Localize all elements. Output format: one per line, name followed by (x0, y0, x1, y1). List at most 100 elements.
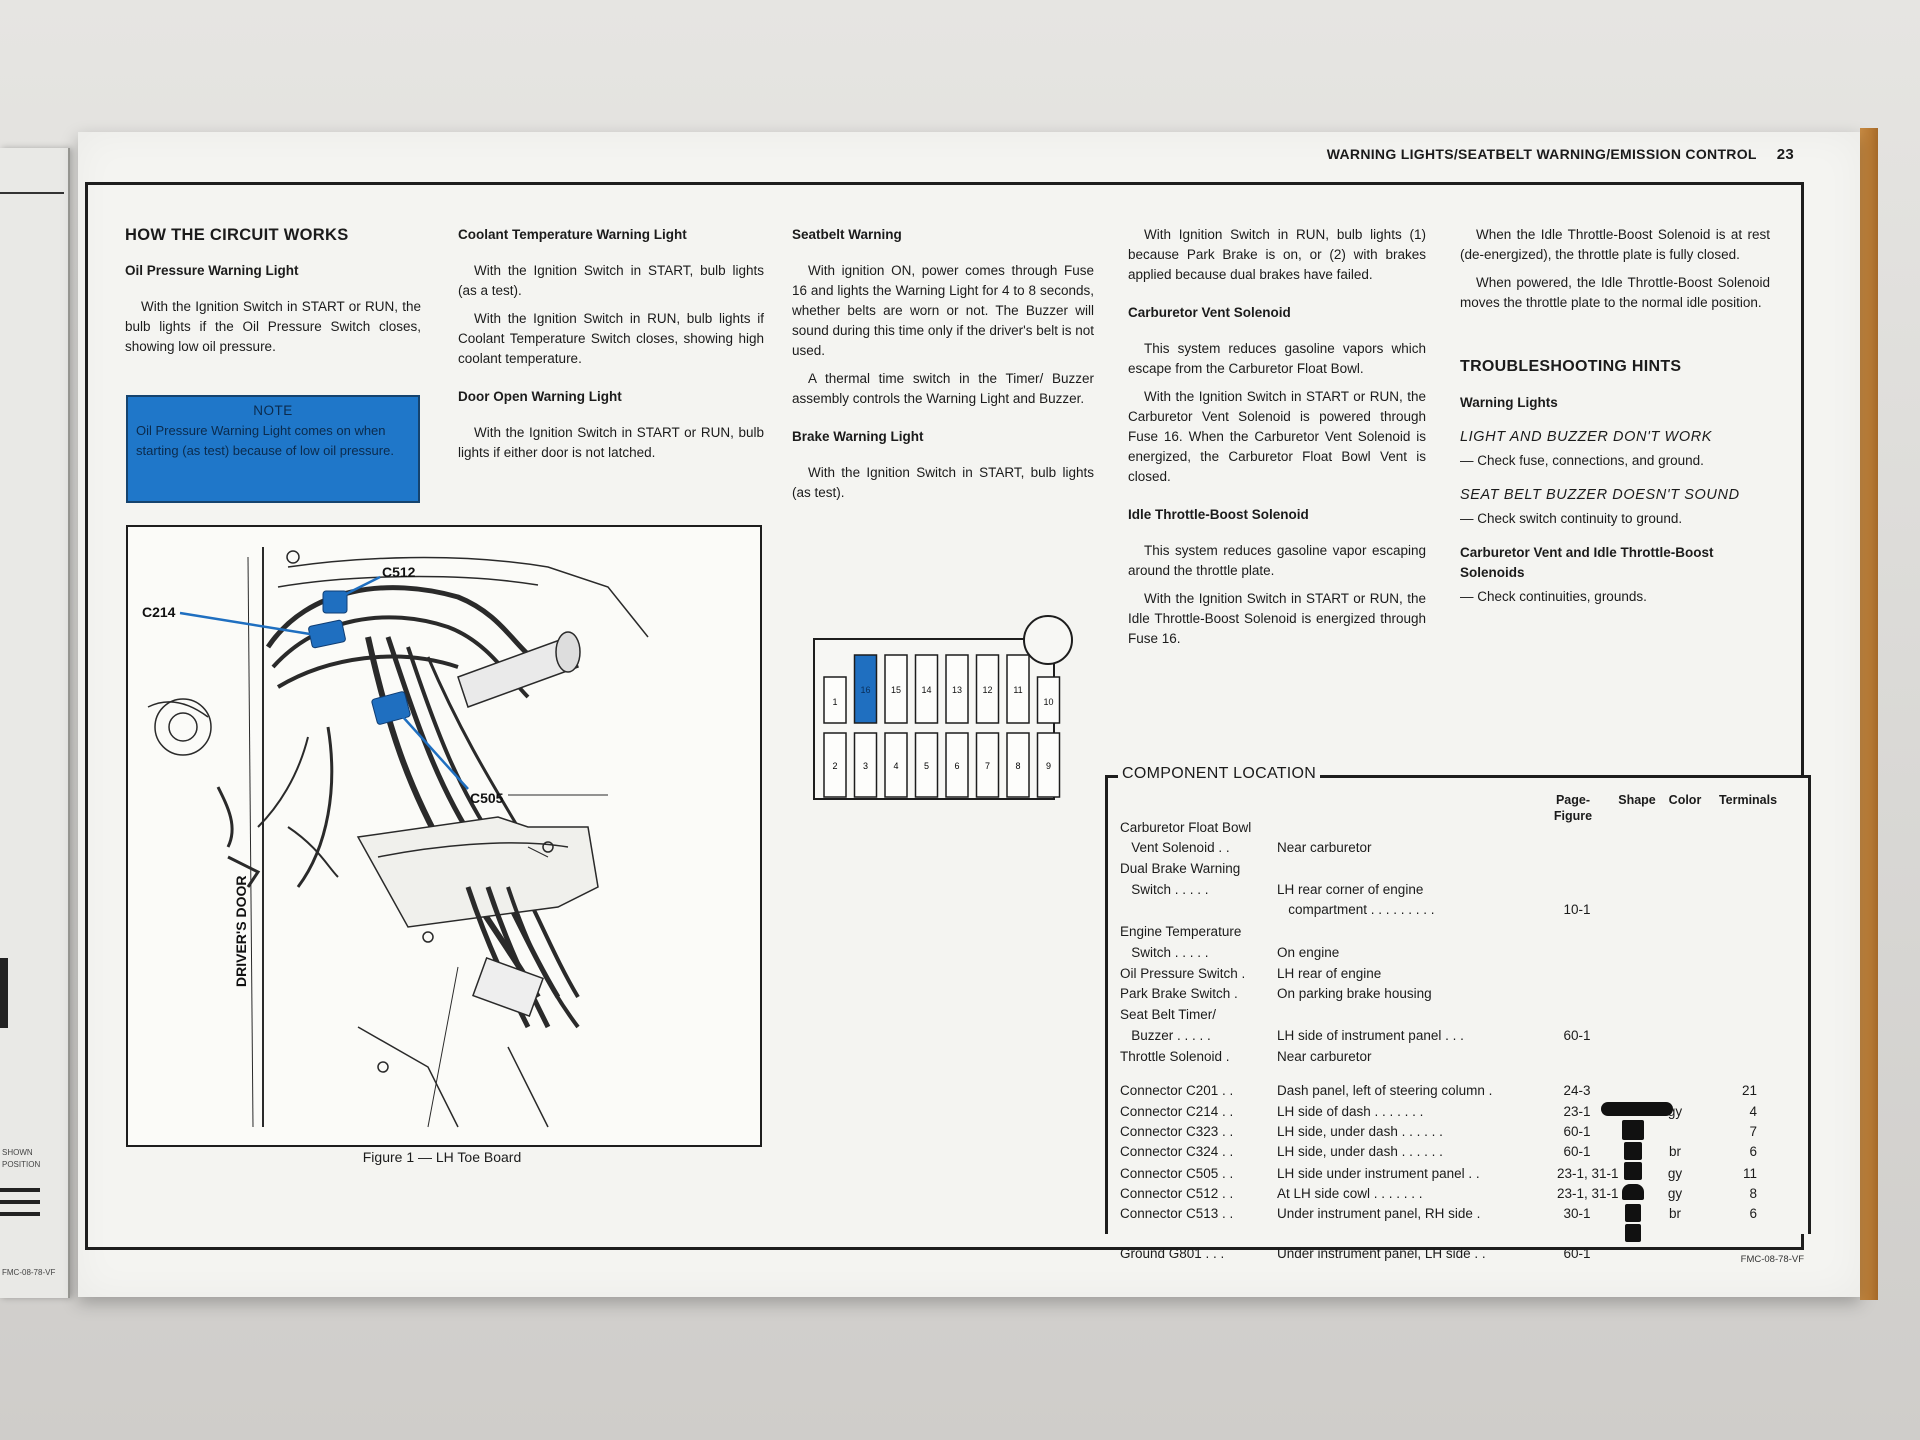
column-carburetor: With Ignition Switch in RUN, bulb lights… (1128, 225, 1426, 657)
label-drivers-door: DRIVER'S DOOR (233, 876, 249, 987)
component-loc: LH side, under dash . . . . . . (1277, 1144, 1443, 1159)
component-row: Throttle Solenoid .Near carburetor (1120, 1049, 1780, 1069)
page-number: 23 (1776, 146, 1794, 163)
fuse-5 (914, 732, 939, 798)
fuse-12 (975, 654, 1000, 724)
component-row: Connector C201 . .Dash panel, left of st… (1120, 1083, 1780, 1103)
fuse-1 (823, 676, 847, 724)
column-troubleshooting: When the Idle Throttle-Boost Solenoid is… (1460, 225, 1770, 611)
shape-c324-icon (1624, 1162, 1642, 1180)
component-loc: LH rear of engine (1277, 966, 1382, 981)
shape-c513-icon (1625, 1224, 1641, 1242)
figure-lh-toe-board: C512 C214 C505 DRIVER'S DOOR (126, 525, 762, 1147)
idle-solenoid-text-4: When powered, the Idle Throttle-Boost So… (1460, 275, 1770, 310)
component-label: Connector C324 . . (1120, 1144, 1234, 1159)
ts-seatbelt-buzzer-fix: — Check switch continuity to ground. (1460, 511, 1683, 526)
fuse-4 (884, 732, 908, 798)
component-row: Connector C324 . . LH side, under dash . … (1120, 1144, 1780, 1164)
seatbelt-text-1: With ignition ON, power comes through Fu… (792, 263, 1094, 358)
fuse-label-10: 10 (1043, 697, 1053, 707)
component-row: Buzzer . . . . .LH side of instrument pa… (1120, 1028, 1780, 1048)
idle-solenoid-heading: Idle Throttle-Boost Solenoid (1128, 507, 1309, 522)
running-head: WARNING LIGHTS/SEATBELT WARNING/EMISSION… (1327, 146, 1794, 163)
label-c512: C512 (382, 564, 416, 580)
fuse-label-13: 13 (952, 685, 962, 695)
component-loc: Under instrument panel, RH side . (1277, 1206, 1481, 1221)
fuse-6 (945, 732, 969, 798)
vent-solenoid-heading: Carburetor Vent Solenoid (1128, 305, 1291, 320)
component-label: Ground G801 . . . (1120, 1246, 1225, 1261)
component-loc: On engine (1277, 945, 1340, 960)
component-loc: Under instrument panel, LH side . . (1277, 1246, 1486, 1261)
fuse-9 (1036, 732, 1061, 798)
component-label: Dual Brake Warning (1120, 861, 1241, 876)
col-header-terminals: Terminals (1718, 793, 1778, 807)
shape-c323-icon (1624, 1142, 1642, 1160)
note-title: NOTE (253, 403, 293, 418)
component-pf: 23-1, 31-1 (1557, 1186, 1619, 1201)
col-header-page-figure: Page- Figure (1553, 793, 1593, 823)
component-label: Connector C505 . . (1120, 1166, 1234, 1181)
fuse-label-16: 16 (860, 685, 870, 695)
fuse-label-2: 2 (832, 761, 837, 771)
left-page-position-label: POSITION (2, 1160, 41, 1169)
fuse-label-7: 7 (985, 761, 990, 771)
component-color: gy (1667, 1166, 1683, 1181)
label-c214: C214 (142, 604, 176, 620)
door-open-heading: Door Open Warning Light (458, 389, 622, 404)
ts-light-buzzer: LIGHT AND BUZZER DON'T WORK (1460, 429, 1713, 445)
ts-warning-lights: Warning Lights (1460, 395, 1558, 410)
troubleshooting-heading: TROUBLESHOOTING HINTS (1460, 358, 1682, 375)
shape-c512-icon (1625, 1204, 1641, 1222)
component-color: br (1668, 1144, 1681, 1159)
component-row: Connector C513 . . Under instrument panel… (1120, 1206, 1780, 1226)
component-label: Switch . . . . . (1120, 945, 1209, 960)
component-row: Switch . . . . .LH rear corner of engine (1120, 882, 1780, 902)
component-row: Ground G801 . . . Under instrument panel,… (1120, 1246, 1780, 1266)
component-label: Connector C201 . . (1120, 1083, 1234, 1098)
component-color: br (1668, 1206, 1681, 1221)
coolant-heading: Coolant Temperature Warning Light (458, 227, 687, 242)
toe-board-illustration: C512 C214 C505 DRIVER'S DOOR (142, 547, 649, 1128)
component-row: compartment . . . . . . . . .10-1 (1120, 902, 1780, 922)
note-box: NOTE Oil Pressure Warning Light comes on… (126, 395, 420, 503)
component-row: Seat Belt Timer/ (1120, 1007, 1780, 1027)
component-label: Switch . . . . . (1120, 882, 1209, 897)
component-loc: Near carburetor (1277, 1049, 1372, 1064)
door-open-text: With the Ignition Switch in START or RUN… (458, 425, 764, 460)
ts-light-buzzer-fix: — Check fuse, connections, and ground. (1460, 453, 1704, 468)
fuse-15 (884, 654, 908, 724)
component-label: Connector C513 . . (1120, 1206, 1234, 1221)
component-row: Connector C323 . .LH side, under dash . … (1120, 1124, 1780, 1144)
left-page-shown-label: SHOWN (2, 1148, 33, 1157)
component-row: Park Brake Switch .On parking brake hous… (1120, 986, 1780, 1006)
idle-solenoid-text-1: This system reduces gasoline vapor escap… (1128, 543, 1426, 578)
component-pf: 60-1 (1563, 1124, 1591, 1139)
component-loc: LH side, under dash . . . . . . (1277, 1124, 1443, 1139)
component-row: Engine Temperature (1120, 924, 1780, 944)
component-row: Carburetor Float Bowl (1120, 820, 1780, 840)
coolant-text-1: With the Ignition Switch in START, bulb … (458, 263, 764, 298)
component-row: Connector C505 . .LH side under instrume… (1120, 1166, 1780, 1186)
component-pf: 23-1, 31-1 (1557, 1166, 1619, 1181)
left-page-code: FMC-08-78-VF (2, 1268, 56, 1277)
component-label: Connector C512 . . (1120, 1186, 1234, 1201)
ts-solenoids-fix: — Check continuities, grounds. (1460, 589, 1647, 604)
shape-c201-icon (1601, 1102, 1673, 1116)
component-pf: 60-1 (1563, 1246, 1591, 1261)
component-label: Park Brake Switch . (1120, 986, 1238, 1001)
fuse-16 (853, 654, 878, 724)
component-term: 8 (1749, 1186, 1757, 1201)
seatbelt-heading: Seatbelt Warning (792, 227, 902, 242)
oil-pressure-text: With the Ignition Switch in START or RUN… (125, 299, 421, 354)
component-loc: Near carburetor (1277, 840, 1372, 855)
fuse-label-9: 9 (1046, 761, 1051, 771)
fuse-label-6: 6 (954, 761, 959, 771)
idle-solenoid-text-2: With the Ignition Switch in START or RUN… (1128, 591, 1426, 646)
fuse-3 (853, 732, 878, 798)
component-term: 6 (1749, 1206, 1757, 1221)
fuse-label-11: 11 (1013, 685, 1022, 695)
column-seatbelt-brake: Seatbelt Warning With ignition ON, power… (792, 225, 1094, 511)
component-pf: 30-1 (1563, 1206, 1591, 1221)
component-pf: 24-3 (1563, 1083, 1591, 1098)
